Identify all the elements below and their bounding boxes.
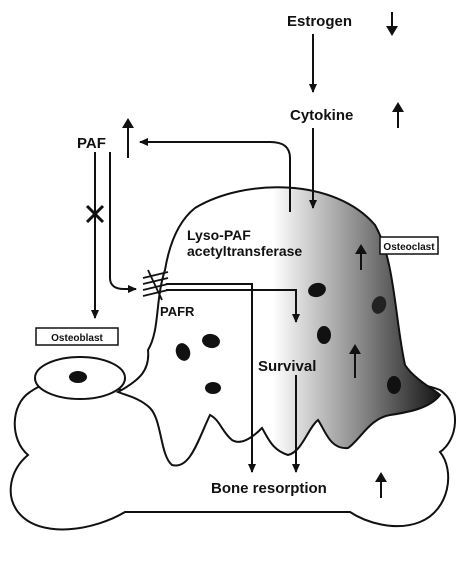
label-acetyltransferase: acetyltransferase [187, 243, 302, 259]
cytokine-up-arrow-icon [392, 102, 404, 128]
label-paf: PAF [77, 135, 106, 152]
osteoclast-nucleus [317, 326, 331, 344]
label-cytokine: Cytokine [290, 107, 353, 124]
osteoclast-nucleus [387, 376, 401, 394]
osteoclast-nucleus [205, 382, 221, 394]
label-estrogen: Estrogen [287, 13, 352, 30]
label-survival: Survival [258, 358, 316, 375]
osteoblast-label-box: Osteoblast [36, 328, 118, 345]
label-bone-resorption: Bone resorption [211, 480, 327, 497]
label-lyso-paf: Lyso-PAF [187, 227, 251, 243]
osteoblast-nucleus [69, 371, 87, 383]
paf-up-arrow-icon [122, 118, 134, 158]
label-pafr: PAFR [160, 304, 195, 319]
paf-to-pafr-arrow [110, 152, 136, 289]
label-osteoblast: Osteoblast [51, 333, 103, 344]
label-osteoclast: Osteoclast [383, 242, 435, 253]
estrogen-down-arrow-icon [386, 12, 398, 36]
osteoclast-label-box: Osteoclast [380, 237, 438, 254]
